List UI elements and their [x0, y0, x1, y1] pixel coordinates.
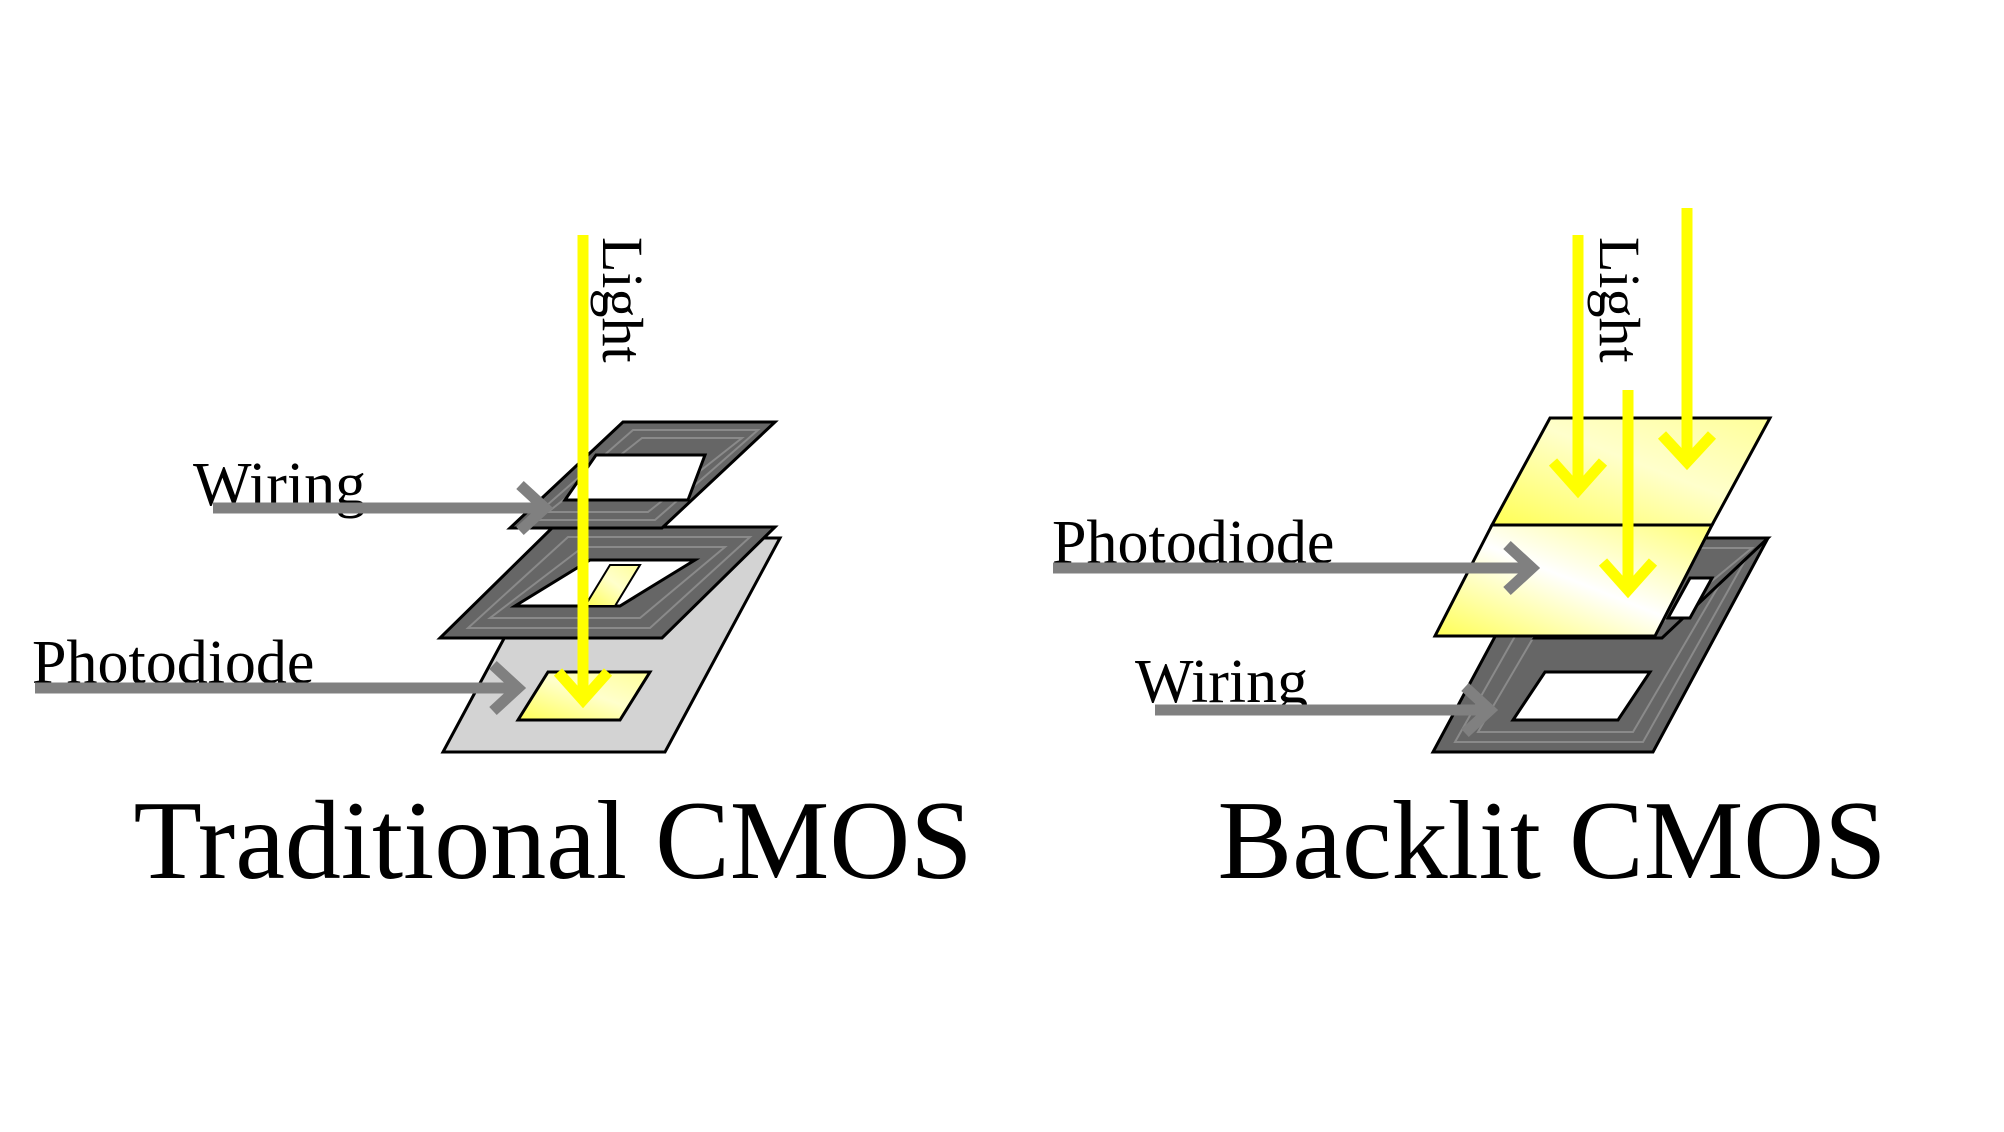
light-arrow — [553, 235, 613, 709]
wiring-layer-lower — [436, 525, 779, 640]
diagram-title: Traditional CMOS — [133, 779, 972, 903]
light-arrow-tertiary — [1598, 390, 1658, 599]
backlit-cmos-diagram: Light Photodiode Wiring Backlit CMOS — [1052, 208, 1886, 903]
wiring-layer-upper — [506, 420, 779, 530]
wiring-pointer-arrow — [213, 480, 554, 536]
traditional-cmos-diagram: Light Wiring Photodiode Traditional CMOS — [32, 235, 973, 903]
photodiode-pointer-arrow — [35, 660, 527, 716]
light-arrow — [1548, 235, 1608, 499]
light-arrow-secondary — [1657, 208, 1717, 471]
diagram-title: Backlit CMOS — [1218, 779, 1887, 903]
light-label: Light — [1587, 237, 1652, 363]
wiring-pointer-arrow — [1155, 682, 1499, 738]
photodiode-pointer-arrow — [1053, 540, 1541, 596]
light-label: Light — [590, 237, 655, 363]
